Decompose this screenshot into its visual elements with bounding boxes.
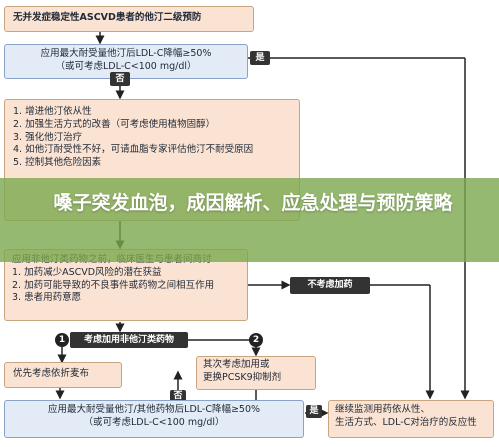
continue-monitoring-box: 继续监测用药依从性、 生活方式、LDL-C对治疗的反应性: [328, 400, 494, 438]
no-tag-box1: 否: [110, 72, 130, 86]
branch-number-1: 1: [55, 333, 69, 347]
box3-item-1: 1. 加药减少ASCVD风险的潜在获益: [12, 266, 162, 278]
bottom-left-line1: 应用最大耐受量他汀/其他药物后LDL-C降幅≥50%: [47, 404, 261, 415]
consider-nonstatin-tag: 考虑加用非他汀类药物: [70, 332, 188, 348]
box3-item-3: 3. 患者用药意愿: [12, 292, 82, 304]
no-add-drug-tag: 不考虑加药: [290, 277, 370, 294]
box1-line1: 应用最大耐受量他汀后LDL-C降幅≥50%: [40, 48, 212, 59]
bottom-right-line1: 继续监测用药依从性、: [335, 404, 431, 415]
title-box: 无并发症稳定性ASCVD患者的他汀二级预防: [4, 6, 254, 32]
bottom-left-line2: （或可考虑LDL-C<100 mg/dl）: [83, 416, 225, 428]
priority-ezetimibe-box: 优先考虑依折麦布: [4, 362, 122, 388]
box1-line2: （或可考虑LDL-C<100 mg/dl）: [55, 60, 197, 72]
box2-item-5: 5. 控制其他危险因素: [13, 157, 102, 169]
headline-text: 嗓子突发血泡，成因解析、应急处理与预防策略: [53, 192, 453, 214]
no-tag-bottom: 否: [170, 390, 186, 403]
box2-item-4: 4. 如他汀耐受性不好，可请血脂专家评估他汀不耐受原因: [13, 144, 254, 156]
box2-item-1: 1. 增进他汀依从性: [13, 106, 92, 117]
box3-item-2: 2. 加药可能导致的不良事件或药物之间相互作用: [12, 279, 215, 291]
bottom-right-line2: 生活方式、LDL-C对治疗的反应性: [335, 416, 477, 428]
secondary-pcsk9-box: 其次考虑加用或 更换PCSK9抑制剂: [196, 356, 316, 390]
ldl-target-box-2: 应用最大耐受量他汀/其他药物后LDL-C降幅≥50% （或可考虑LDL-C<10…: [4, 400, 304, 438]
branch-number-2: 2: [249, 333, 263, 347]
yes-tag-top: 是: [250, 51, 270, 65]
secondary-line2: 更换PCSK9抑制剂: [203, 371, 282, 383]
box2-item-2: 2. 加强生活方式的改善（可考虑使用植物固醇）: [13, 118, 216, 130]
headline-ribbon: [0, 178, 499, 262]
secondary-line1: 其次考虑加用或: [203, 359, 270, 370]
box2-item-3: 3. 强化他汀治疗: [13, 131, 83, 143]
arrow-branch-2: [188, 339, 261, 357]
yes-tag-bottom: 是: [306, 405, 322, 418]
